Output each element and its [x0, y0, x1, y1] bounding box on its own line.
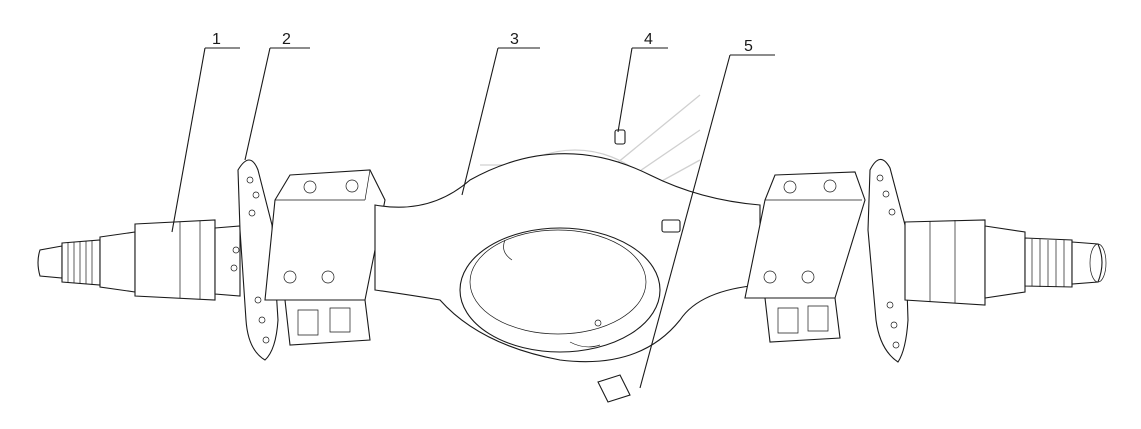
right-spring-seat: [744, 171, 866, 343]
right-axle-shaft: [904, 219, 1107, 306]
drain-plug: [614, 129, 681, 233]
leader-lines: [171, 47, 775, 389]
callout-4: 4: [644, 31, 653, 48]
callout-1: 1: [212, 31, 221, 48]
callout-5: 5: [744, 38, 753, 55]
left-spring-seat: [264, 169, 386, 346]
callout-labels: 1 2 3 4 5: [212, 31, 753, 55]
breather-part: [597, 374, 631, 403]
axle-housing: [374, 153, 761, 363]
left-axle-shaft: [37, 219, 241, 301]
callout-2: 2: [282, 31, 291, 48]
callout-3: 3: [510, 31, 519, 48]
left-flange: [230, 159, 279, 361]
right-flange: [867, 158, 909, 363]
